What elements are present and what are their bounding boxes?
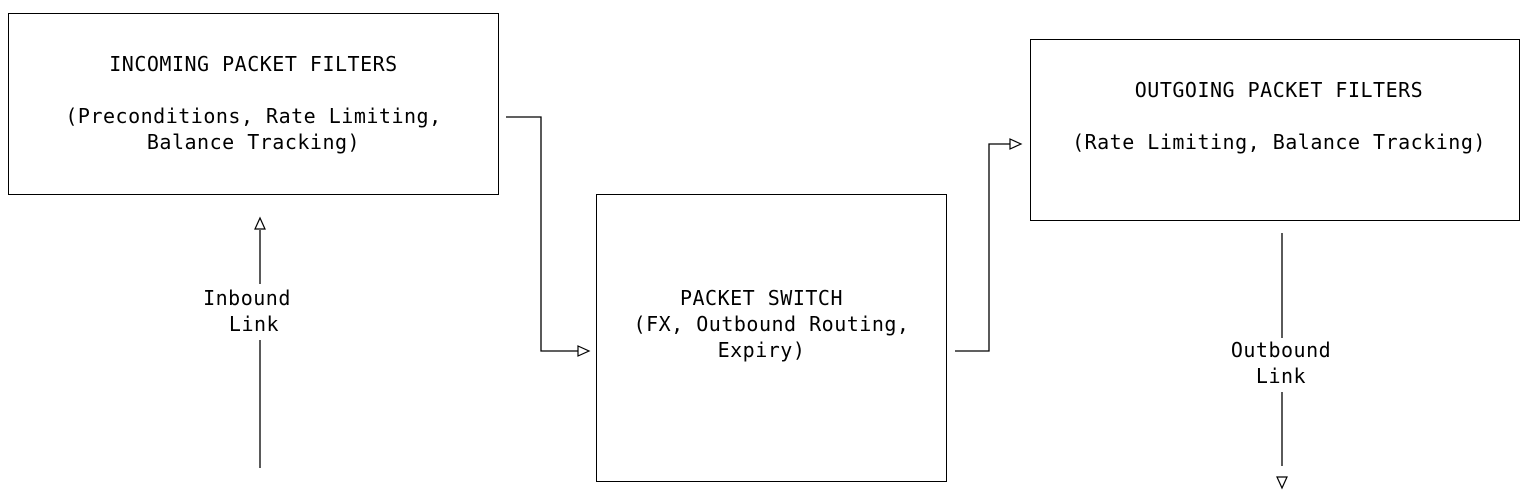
switch-box-title: PACKET SWITCH: [679, 286, 844, 310]
incoming-box-title: INCOMING PACKET FILTERS: [109, 52, 398, 76]
incoming-packet-filters-box: [8, 13, 499, 195]
inbound-link-label-line2: Link: [228, 312, 280, 336]
switch-box-detail-line1: (FX, Outbound Routing,: [633, 312, 910, 336]
connector-switch-to-outgoing: [955, 143, 1010, 352]
outgoing-box-detail-line1: (Rate Limiting, Balance Tracking): [1072, 130, 1486, 154]
outgoing-box-title: OUTGOING PACKET FILTERS: [1134, 78, 1424, 102]
outbound-arrowhead-down: [1276, 476, 1288, 490]
packet-switch-box: [596, 194, 947, 482]
arrowhead-into-switch: [577, 345, 591, 357]
connector-incoming-to-switch: [506, 116, 578, 352]
incoming-box-detail-line2: Balance Tracking): [146, 130, 361, 154]
incoming-box-detail-line1: (Preconditions, Rate Limiting,: [65, 104, 442, 128]
switch-box-detail-line2: Expiry): [717, 338, 806, 362]
outbound-link-label-line1: Outbound: [1230, 338, 1332, 362]
inbound-link-label-line1: Inbound: [203, 286, 291, 310]
outgoing-packet-filters-box: [1030, 39, 1520, 221]
inbound-arrowhead-up: [254, 216, 266, 230]
outbound-link-label-line2: Link: [1255, 364, 1307, 388]
arrowhead-into-outgoing: [1009, 138, 1023, 150]
